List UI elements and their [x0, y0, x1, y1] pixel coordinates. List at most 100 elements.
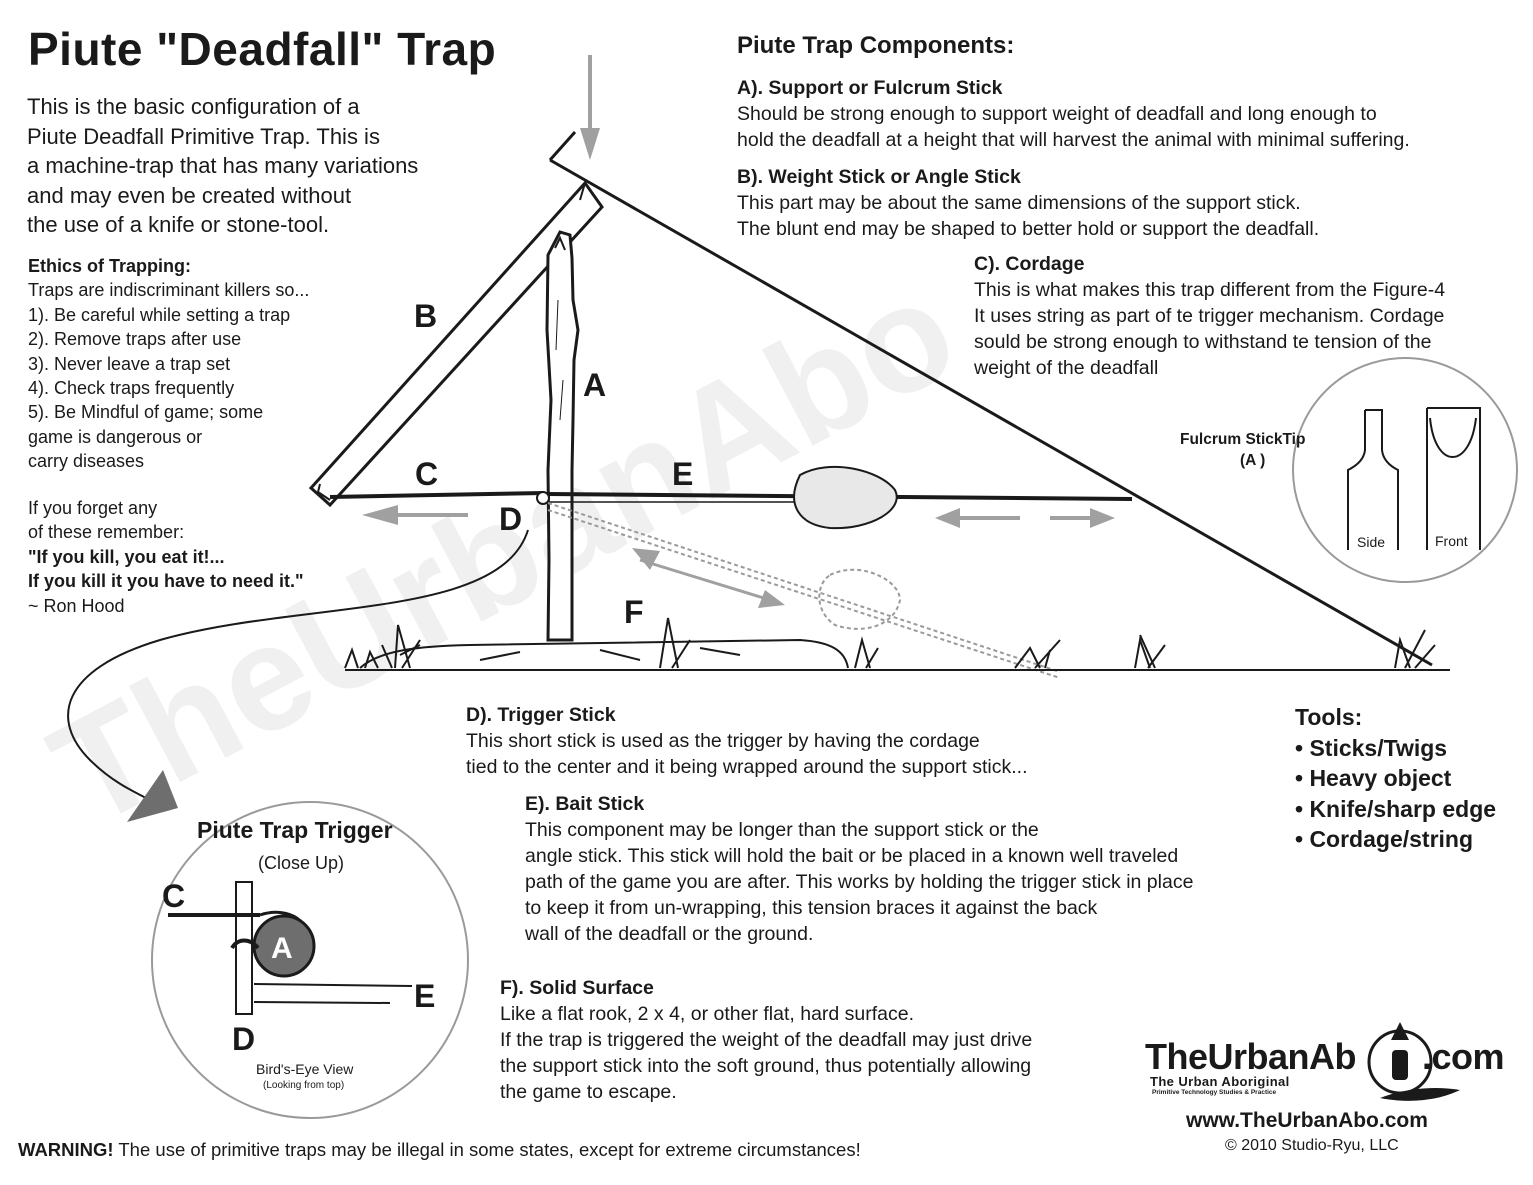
ethics-heading: Ethics of Trapping: [28, 256, 192, 276]
logo-name: TheUrbanAb [1145, 1036, 1357, 1077]
trigger-stick-d [536, 491, 550, 505]
components-heading: Piute Trap Components: [737, 32, 1015, 59]
component-heading: F). Solid Surface [500, 977, 654, 999]
component-heading: A). Support or Fulcrum Stick [737, 77, 1003, 99]
closeup-label-a: A [271, 932, 293, 965]
label-e: E [672, 456, 693, 492]
ethics-line: 3). Never leave a trap set [28, 353, 231, 374]
ethics-line: Traps are indiscriminant killers so... [28, 280, 310, 301]
logo-subtitle: The Urban Aboriginal [1150, 1074, 1290, 1089]
component-line: Should be strong enough to support weigh… [737, 103, 1377, 125]
down-arrow-icon [580, 55, 600, 160]
intro-line: and may even be created without [27, 182, 352, 208]
intro-line: Piute Deadfall Primitive Trap. This is [27, 123, 380, 149]
remember-line: If you forget any [28, 498, 158, 518]
tool-item: • Cordage/string [1295, 826, 1474, 852]
closeup-title: Piute Trap Trigger [197, 817, 393, 843]
component-line: This is what makes this trap different f… [974, 279, 1446, 301]
trigger-closeup-inset: Piute Trap Trigger (Close Up) C A E D Bi… [151, 801, 469, 1119]
warning-label: WARNING! [18, 1139, 114, 1160]
component-line: the support stick into the soft ground, … [500, 1055, 1032, 1077]
tool-item: • Heavy object [1295, 765, 1452, 791]
component-heading: C). Cordage [974, 253, 1085, 275]
component-c: C). Cordage This is what makes this trap… [974, 251, 1445, 381]
intro-line: This is the basic configuration of a [27, 94, 360, 119]
component-line: to keep it from un-wrapping, this tensio… [525, 897, 1098, 919]
fall-direction-arrow-icon [632, 548, 785, 608]
component-line: weight of the deadfall [974, 357, 1159, 379]
label-c: C [415, 456, 438, 492]
remember-line: of these remember: [28, 522, 185, 543]
website-link[interactable]: www.TheUrbanAbo.com [1186, 1109, 1428, 1132]
page-title: Piute "Deadfall" Trap [28, 23, 497, 75]
fulcrum-tip-side: Side [1357, 534, 1385, 550]
component-line: This short stick is used as the trigger … [466, 730, 980, 752]
component-line: wall of the deadfall or the ground. [525, 923, 814, 945]
fulcrum-tip-inset: Fulcrum StickTip (A ) Side Front [1174, 357, 1518, 583]
intro-line: the use of a knife or stone-tool. [27, 212, 330, 237]
quote-line: "If you kill, you eat it!... [28, 546, 225, 567]
component-line: This component may be longer than the su… [525, 819, 1039, 841]
label-b: B [414, 298, 437, 334]
component-line: tied to the center and it being wrapped … [466, 756, 1028, 778]
component-e: E). Bait Stick This component may be lon… [525, 791, 1193, 947]
deadfall-board [548, 131, 1433, 667]
component-line: Like a flat rook, 2 x 4, or other flat, … [500, 1003, 915, 1025]
tools-heading: Tools: [1295, 704, 1363, 730]
intro-text: This is the basic configuration of a Piu… [27, 92, 418, 240]
remember-section: If you forget any of these remember: "If… [28, 496, 304, 618]
component-line: The blunt end may be shaped to better ho… [737, 218, 1320, 240]
label-d: D [499, 501, 522, 537]
component-heading: E). Bait Stick [525, 793, 645, 815]
warning-text: WARNING! The use of primitive traps may … [18, 1139, 861, 1161]
closeup-sub: (Close Up) [258, 853, 344, 873]
fulcrum-tip-front: Front [1435, 533, 1468, 549]
ethics-line: 4). Check traps frequently [28, 378, 235, 399]
label-f: F [624, 594, 644, 630]
copyright: © 2010 Studio-Ryu, LLC [1225, 1137, 1399, 1154]
logo-suffix: .com [1422, 1036, 1505, 1077]
component-b: B). Weight Stick or Angle Stick This par… [737, 164, 1319, 242]
quote-line: If you kill it you have to need it." [28, 571, 304, 592]
logo: TheUrbanAb .com [1145, 1036, 1505, 1078]
closeup-label-c: C [162, 878, 185, 914]
component-line: If the trap is triggered the weight of t… [500, 1029, 1033, 1051]
ethics-section: Ethics of Trapping: Traps are indiscrimi… [28, 254, 309, 474]
cordage-pull-arrow-icon [362, 505, 468, 525]
cordage-c [329, 491, 545, 499]
intro-line: a machine-trap that has many variations [27, 153, 419, 178]
fallen-bait-ghost [547, 502, 1061, 679]
support-stick-a [545, 230, 580, 642]
component-a: A). Support or Fulcrum Stick Should be s… [737, 75, 1410, 153]
angle-stick-b [308, 180, 604, 508]
component-line: hold the deadfall at a height that will … [737, 129, 1410, 151]
bait-slide-arrow-icon [935, 508, 1115, 528]
closeup-view: Bird's-Eye View [256, 1061, 354, 1077]
closeup-label-e: E [414, 978, 435, 1014]
tools-section: Tools: • Sticks/Twigs • Heavy object • K… [1295, 702, 1496, 855]
component-heading: D). Trigger Stick [466, 704, 616, 726]
closeup-view-sub: (Looking from top) [263, 1080, 344, 1091]
bait [793, 465, 898, 530]
component-line: angle stick. This stick will hold the ba… [525, 845, 1179, 867]
component-line: path of the game you are after. This wor… [525, 871, 1194, 893]
component-heading: B). Weight Stick or Angle Stick [737, 166, 1021, 188]
fulcrum-tip-title: Fulcrum StickTip [1180, 431, 1305, 448]
closeup-label-d: D [232, 1021, 255, 1057]
ethics-line: 1). Be careful while setting a trap [28, 304, 291, 325]
closeup-connector-arrow-icon [67, 529, 529, 822]
component-line: the game to escape. [500, 1081, 677, 1103]
ground [344, 617, 1450, 671]
ethics-line: 5). Be Mindful of game; some [28, 402, 264, 423]
component-line: This part may be about the same dimensio… [737, 192, 1301, 214]
component-d: D). Trigger Stick This short stick is us… [466, 702, 1028, 780]
warning-body: The use of primitive traps may be illega… [113, 1139, 861, 1160]
component-f: F). Solid Surface Like a flat rook, 2 x … [500, 975, 1032, 1105]
quote-author: ~ Ron Hood [28, 595, 125, 616]
logo-tagline: Primitive Technology Studies & Practice [1152, 1089, 1277, 1096]
ethics-line: 2). Remove traps after use [28, 329, 242, 350]
ethics-line: carry diseases [28, 451, 145, 472]
ethics-line: game is dangerous or [28, 426, 203, 447]
component-line: It uses string as part of te trigger mec… [974, 305, 1445, 327]
